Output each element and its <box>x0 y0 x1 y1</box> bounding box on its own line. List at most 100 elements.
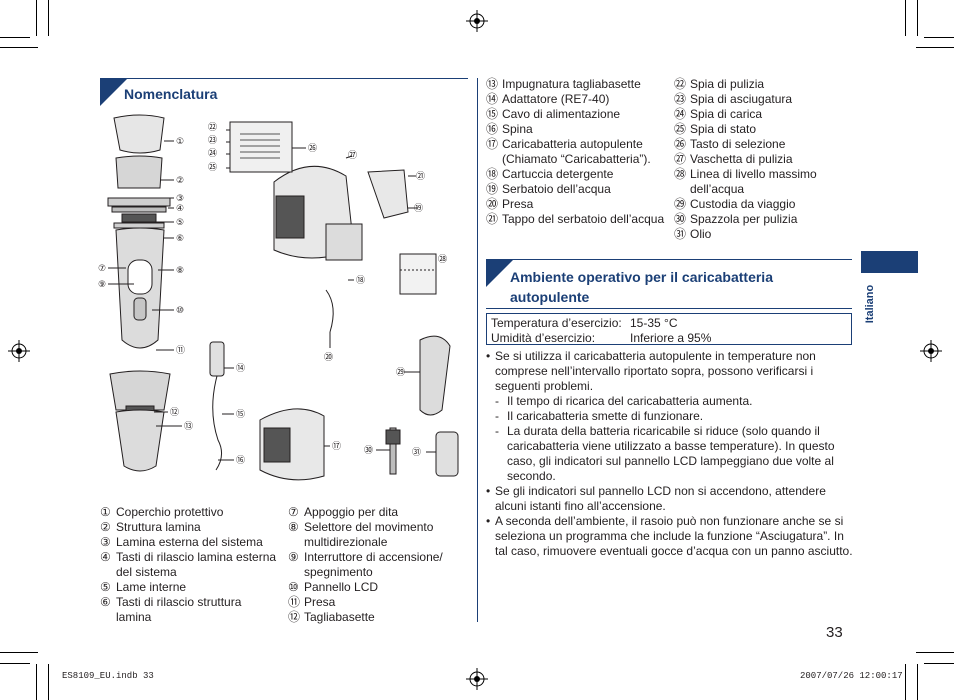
callout-21: ㉑ <box>416 171 425 182</box>
callout-20: ⑳ <box>324 352 333 363</box>
trimmer-shaver-shape <box>109 370 171 411</box>
callout-31: ㉛ <box>412 447 421 458</box>
foil-frame-shape <box>115 155 163 189</box>
heading-triangle <box>486 259 514 287</box>
crop-mark <box>48 0 49 36</box>
footer-filename: ES8109_EU.indb 33 <box>62 671 154 681</box>
callout-27: ㉗ <box>348 150 357 161</box>
adapter-shape <box>209 341 225 377</box>
crop-mark <box>0 37 30 38</box>
callout-5: ⑤ <box>176 218 184 228</box>
callout-30: ㉚ <box>364 445 373 456</box>
list-item: •Se gli indicatori sul pannello LCD non … <box>486 484 826 513</box>
cleaning-cartridge-shape <box>325 223 363 261</box>
callout-3: ③ <box>176 194 184 204</box>
callout-22: ㉒ <box>208 122 217 133</box>
crop-mark <box>905 664 906 700</box>
heading-line: autopulente <box>510 289 590 305</box>
crop-mark <box>917 664 918 700</box>
spec-row-humidity: Umidità d’esercizio: Inferiore a 95% <box>491 331 851 346</box>
list-item: •A seconda dell’ambiente, il rasoio può … <box>486 514 853 558</box>
callout-15: ⑮ <box>236 409 245 420</box>
crop-mark <box>917 0 918 36</box>
cleaning-brush-shape <box>389 427 397 475</box>
heading-rule <box>100 78 468 79</box>
callout-9: ⑨ <box>98 280 106 290</box>
language-tab <box>861 251 918 273</box>
callout-17: ⑰ <box>332 441 341 452</box>
crop-mark <box>48 664 49 700</box>
column-divider <box>477 78 478 622</box>
protective-cover-shape <box>113 114 165 154</box>
footer-timestamp: 2007/07/26 12:00:17 <box>800 671 903 681</box>
page-number: 33 <box>826 624 843 641</box>
spec-value: 15-35 °C <box>630 316 678 330</box>
crop-mark <box>924 37 954 38</box>
callout-18: ⑱ <box>356 275 365 286</box>
tank-level-shape <box>399 253 437 295</box>
callout-6: ⑥ <box>176 234 184 244</box>
product-illustration: ① ② ③ ④ ⑤ ⑥ ⑦ ⑧ ⑨ ⑩ ⑪ ⑫ ⑬ ⑭ ⑮ ⑯ ⑰ ⑱ ⑲ ⑳ … <box>98 114 459 481</box>
inner-blades-shape <box>121 213 157 223</box>
registration-mark-icon <box>8 340 30 362</box>
callout-14: ⑭ <box>236 363 245 374</box>
crop-mark <box>36 664 37 700</box>
callout-13: ⑬ <box>184 421 193 432</box>
crop-mark <box>0 47 38 48</box>
callout-26: ㉖ <box>308 143 317 154</box>
heading-rule <box>486 259 852 260</box>
crop-mark <box>0 652 38 653</box>
spec-row-temperature: Temperatura d’esercizio: 15-35 °C <box>491 316 851 331</box>
callout-16: ⑯ <box>236 455 245 466</box>
callout-1: ① <box>176 137 184 147</box>
callout-28: ㉘ <box>438 254 447 265</box>
callout-8: ⑧ <box>176 266 184 276</box>
socket-shape <box>325 289 334 333</box>
registration-mark-icon <box>466 668 488 690</box>
callout-25: ㉕ <box>208 162 217 173</box>
crop-mark <box>916 652 954 653</box>
callout-11: ⑪ <box>176 345 185 356</box>
heading-title: Ambiente operativo per il caricabatteria… <box>510 267 773 307</box>
water-tank-shape <box>367 169 409 219</box>
spec-label: Temperatura d’esercizio: <box>491 316 622 330</box>
crop-mark <box>916 47 954 48</box>
environment-spec-box: Temperatura d’esercizio: 15-35 °C Umidit… <box>486 313 852 345</box>
callout-12: ⑫ <box>170 407 179 418</box>
callout-4: ④ <box>176 204 184 214</box>
crop-mark <box>0 663 30 664</box>
outer-foil-shape <box>107 197 171 207</box>
callout-19: ⑲ <box>414 203 423 214</box>
crop-mark <box>905 0 906 36</box>
heading-triangle <box>100 78 128 106</box>
heading-line: Ambiente operativo per il caricabatteria <box>510 269 773 285</box>
language-tab-label: Italiano <box>864 284 876 324</box>
